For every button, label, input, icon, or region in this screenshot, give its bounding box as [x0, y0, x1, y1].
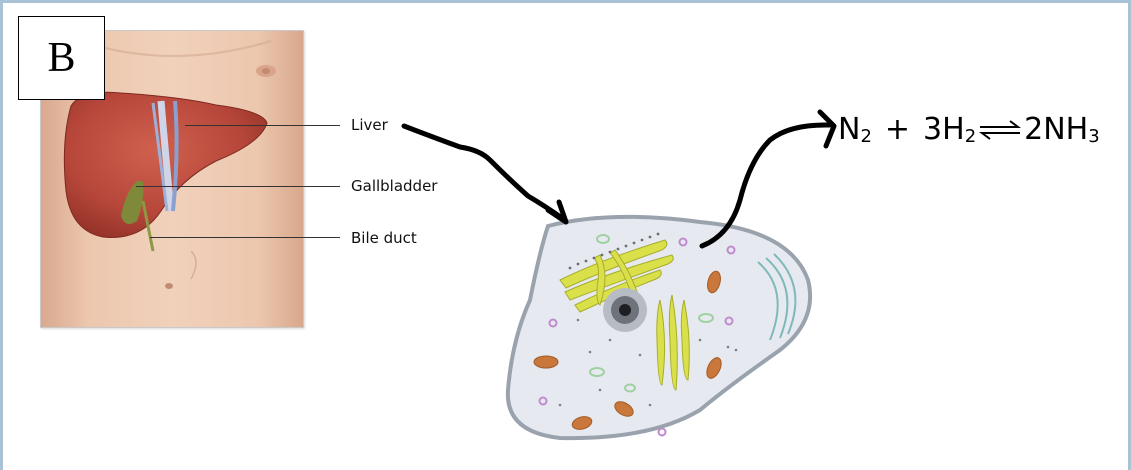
panel-label: B	[18, 16, 105, 100]
plus-sign: +	[885, 112, 910, 147]
reactant-nitrogen-subscript: 2	[860, 126, 871, 147]
product-ammonia-subscript: 3	[1088, 126, 1099, 147]
product-ammonia: 2NH	[1024, 112, 1088, 147]
liver-to-cell-arrow	[404, 126, 562, 218]
equilibrium-arrow-icon	[978, 119, 1022, 141]
reactant-hydrogen: 3H	[923, 112, 965, 147]
reactant-nitrogen: N	[838, 112, 860, 147]
animal-cell-icon	[508, 217, 810, 438]
reactant-hydrogen-subscript: 2	[965, 126, 976, 147]
chemical-equation: N2 + 3H2 2NH3	[838, 112, 1100, 162]
cell-to-equation-arrowhead	[820, 112, 834, 146]
nucleus	[603, 288, 647, 332]
